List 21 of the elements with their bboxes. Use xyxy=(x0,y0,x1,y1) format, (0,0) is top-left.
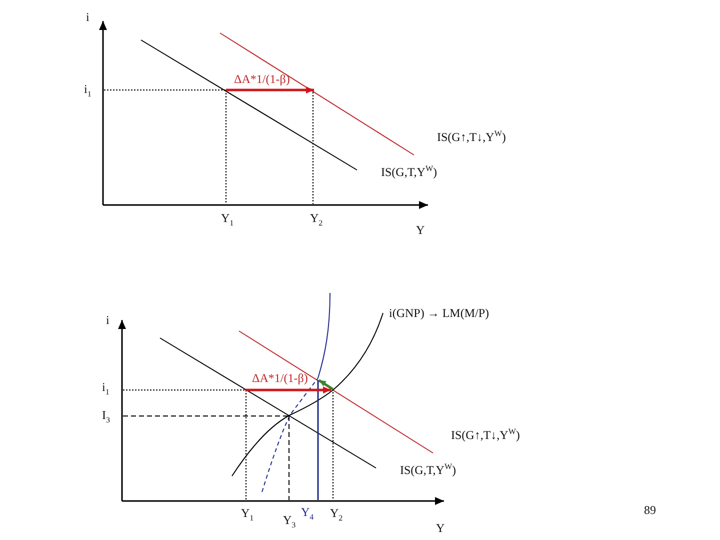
axis-label: i xyxy=(106,313,110,327)
tick-label: i$_{1}$ xyxy=(84,82,92,96)
curve-label: IS(G↑,T↓,Y$^{W}$) xyxy=(451,428,520,442)
axis-label: Y xyxy=(416,223,425,237)
curve-label: IS(G↑,T↓,Y$^{W}$) xyxy=(437,130,506,144)
shift-label: ΔA*1/(1-β) xyxy=(234,72,290,86)
tick-label: Y$_{3}$ xyxy=(283,513,296,527)
curve-label: i(GNP) → LM(M/P) xyxy=(389,306,490,320)
axis-label: Y xyxy=(436,521,445,535)
tick-label: Y$_{1}$ xyxy=(221,211,234,225)
curve-label: IS(G,T,Y$^{W}$) xyxy=(381,165,437,179)
axis-label: i xyxy=(86,10,90,24)
tick-label: I$_{3}$ xyxy=(102,408,110,422)
shift-label: ΔA*1/(1-β) xyxy=(252,371,308,385)
tick-label: Y$_{2}$ xyxy=(310,211,323,225)
page-number: 89 xyxy=(644,503,656,517)
tick-label: Y$_{2}$ xyxy=(330,506,343,520)
tick-label: i$_{1}$ xyxy=(102,380,110,394)
tick-label: Y$_{1}$ xyxy=(241,506,254,520)
tick-label: Y$_{4}$ xyxy=(301,505,314,519)
curve-label: IS(G,T,Y$^{W}$) xyxy=(400,463,456,477)
